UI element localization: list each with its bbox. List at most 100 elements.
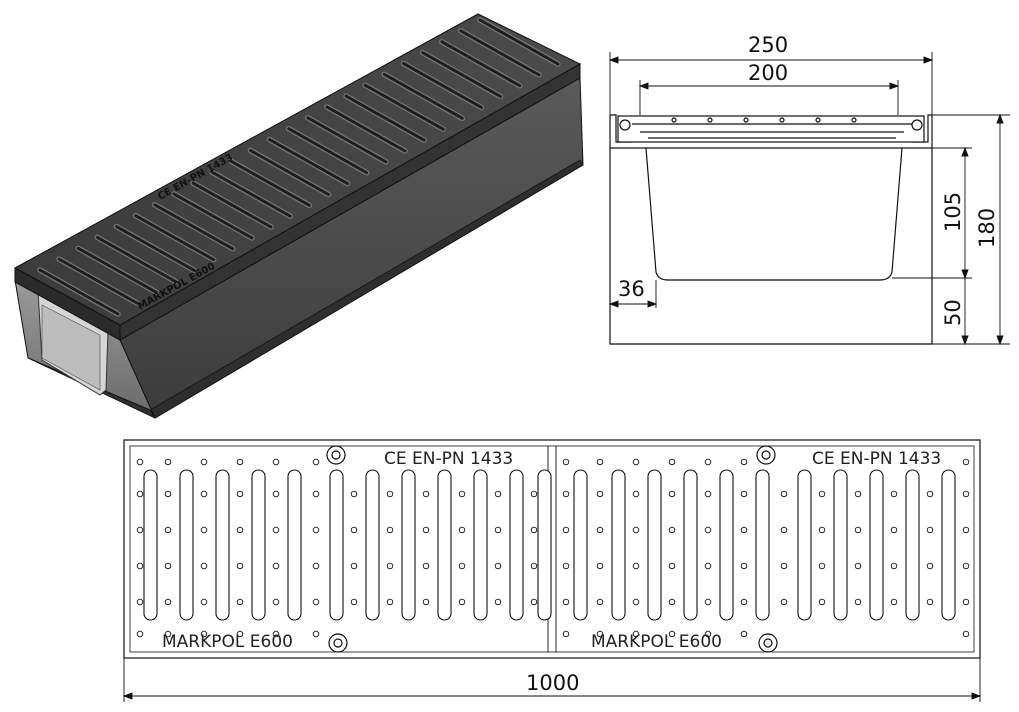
plan-hole — [236, 490, 244, 498]
plan-hole — [312, 562, 320, 570]
plan-hole — [272, 562, 280, 570]
plan-slot — [611, 469, 626, 621]
plan-hole — [494, 598, 502, 606]
plan-hole — [164, 526, 172, 534]
plan-hole — [668, 630, 676, 638]
plan-hole — [562, 598, 570, 606]
plan-slot — [683, 469, 698, 621]
dim-overall-width: 250 — [748, 33, 788, 57]
plan-slot — [755, 469, 770, 621]
plan-hole — [740, 562, 748, 570]
plan-hole — [780, 598, 788, 606]
plan-hole — [926, 562, 934, 570]
plan-hole — [854, 490, 862, 498]
plan-hole — [890, 490, 898, 498]
plan-hole — [854, 562, 862, 570]
plan-hole — [312, 490, 320, 498]
plan-grate-slots — [143, 469, 956, 621]
iso-slot-inner — [153, 203, 235, 251]
plan-hole — [740, 526, 748, 534]
dim-length: 1000 — [526, 671, 579, 695]
plan-hole — [422, 526, 430, 534]
plan-slot — [941, 469, 956, 621]
plan-hole — [668, 562, 676, 570]
dim-channel-depth: 105 — [941, 192, 965, 232]
plan-slot — [251, 469, 266, 621]
plan-slot — [833, 469, 848, 621]
plan-hole — [890, 526, 898, 534]
plan-hole — [740, 598, 748, 606]
iso-slot-inner — [306, 116, 388, 164]
plan-hole — [530, 526, 538, 534]
iso-slot-inner — [421, 51, 503, 99]
iso-slot-inner — [478, 18, 560, 66]
plan-hole — [272, 490, 280, 498]
iso-slot-inner — [229, 159, 311, 207]
plan-hole — [272, 630, 280, 638]
dim-inner-width: 200 — [748, 61, 788, 85]
plan-hole — [704, 526, 712, 534]
plan-hole — [312, 458, 320, 466]
iso-slot-inner — [287, 127, 369, 175]
iso-slot-inner — [76, 246, 158, 294]
plan-standard-label-right: CE EN-PN 1433 — [812, 449, 941, 469]
plan-slot — [797, 469, 812, 621]
plan-hole — [272, 598, 280, 606]
plan-hole — [818, 490, 826, 498]
iso-slot-inner — [344, 94, 426, 142]
length-dimension — [122, 658, 982, 702]
plan-standard-label-left: CE EN-PN 1433 — [384, 449, 513, 469]
plan-hole — [312, 630, 320, 638]
plan-hole — [704, 490, 712, 498]
plan-view — [123, 439, 981, 659]
section-bolt-right — [911, 119, 923, 131]
plan-hole — [668, 490, 676, 498]
plan-hole — [136, 458, 144, 466]
plan-slot — [869, 469, 884, 621]
plan-hole — [386, 562, 394, 570]
section-dimensions — [608, 52, 1010, 346]
plan-hole — [350, 526, 358, 534]
plan-hole — [740, 630, 748, 638]
iso-slot-inner — [57, 257, 139, 305]
plan-hole — [164, 598, 172, 606]
isometric-view: CE EN-PN 1433 MARKPOL E600 — [13, 13, 584, 419]
plan-slot — [143, 469, 158, 621]
plan-hole — [494, 526, 502, 534]
plan-hole — [236, 630, 244, 638]
plan-hole — [458, 490, 466, 498]
iso-slot-inner — [325, 105, 407, 153]
iso-slot-inner — [210, 170, 292, 218]
iso-slot-inner — [248, 148, 330, 196]
plan-hole — [632, 458, 640, 466]
section-bolt-left — [619, 119, 631, 131]
plan-hole — [136, 630, 144, 638]
plan-slot — [329, 469, 344, 621]
plan-hole — [312, 598, 320, 606]
iso-slot-inner — [172, 192, 254, 240]
plan-grate-holes — [136, 458, 970, 638]
plan-hole — [562, 526, 570, 534]
plan-slot — [179, 469, 194, 621]
plan-hole — [200, 458, 208, 466]
plan-hole — [236, 458, 244, 466]
plan-hole — [704, 630, 712, 638]
plan-hole — [530, 490, 538, 498]
plan-hole — [458, 562, 466, 570]
iso-slot-inner — [459, 29, 541, 77]
plan-inner-frame — [129, 445, 975, 653]
plan-hole — [596, 458, 604, 466]
plan-hole — [164, 490, 172, 498]
section-channel-inner — [645, 147, 903, 281]
plan-hole — [236, 562, 244, 570]
plan-slot — [573, 469, 588, 621]
plan-bolt-holes — [326, 445, 778, 653]
plan-hole — [596, 598, 604, 606]
plan-hole — [386, 526, 394, 534]
plan-hole — [926, 490, 934, 498]
dim-base-height: 50 — [941, 299, 965, 326]
plan-slot — [287, 469, 302, 621]
plan-hole — [200, 598, 208, 606]
plan-hole — [668, 458, 676, 466]
